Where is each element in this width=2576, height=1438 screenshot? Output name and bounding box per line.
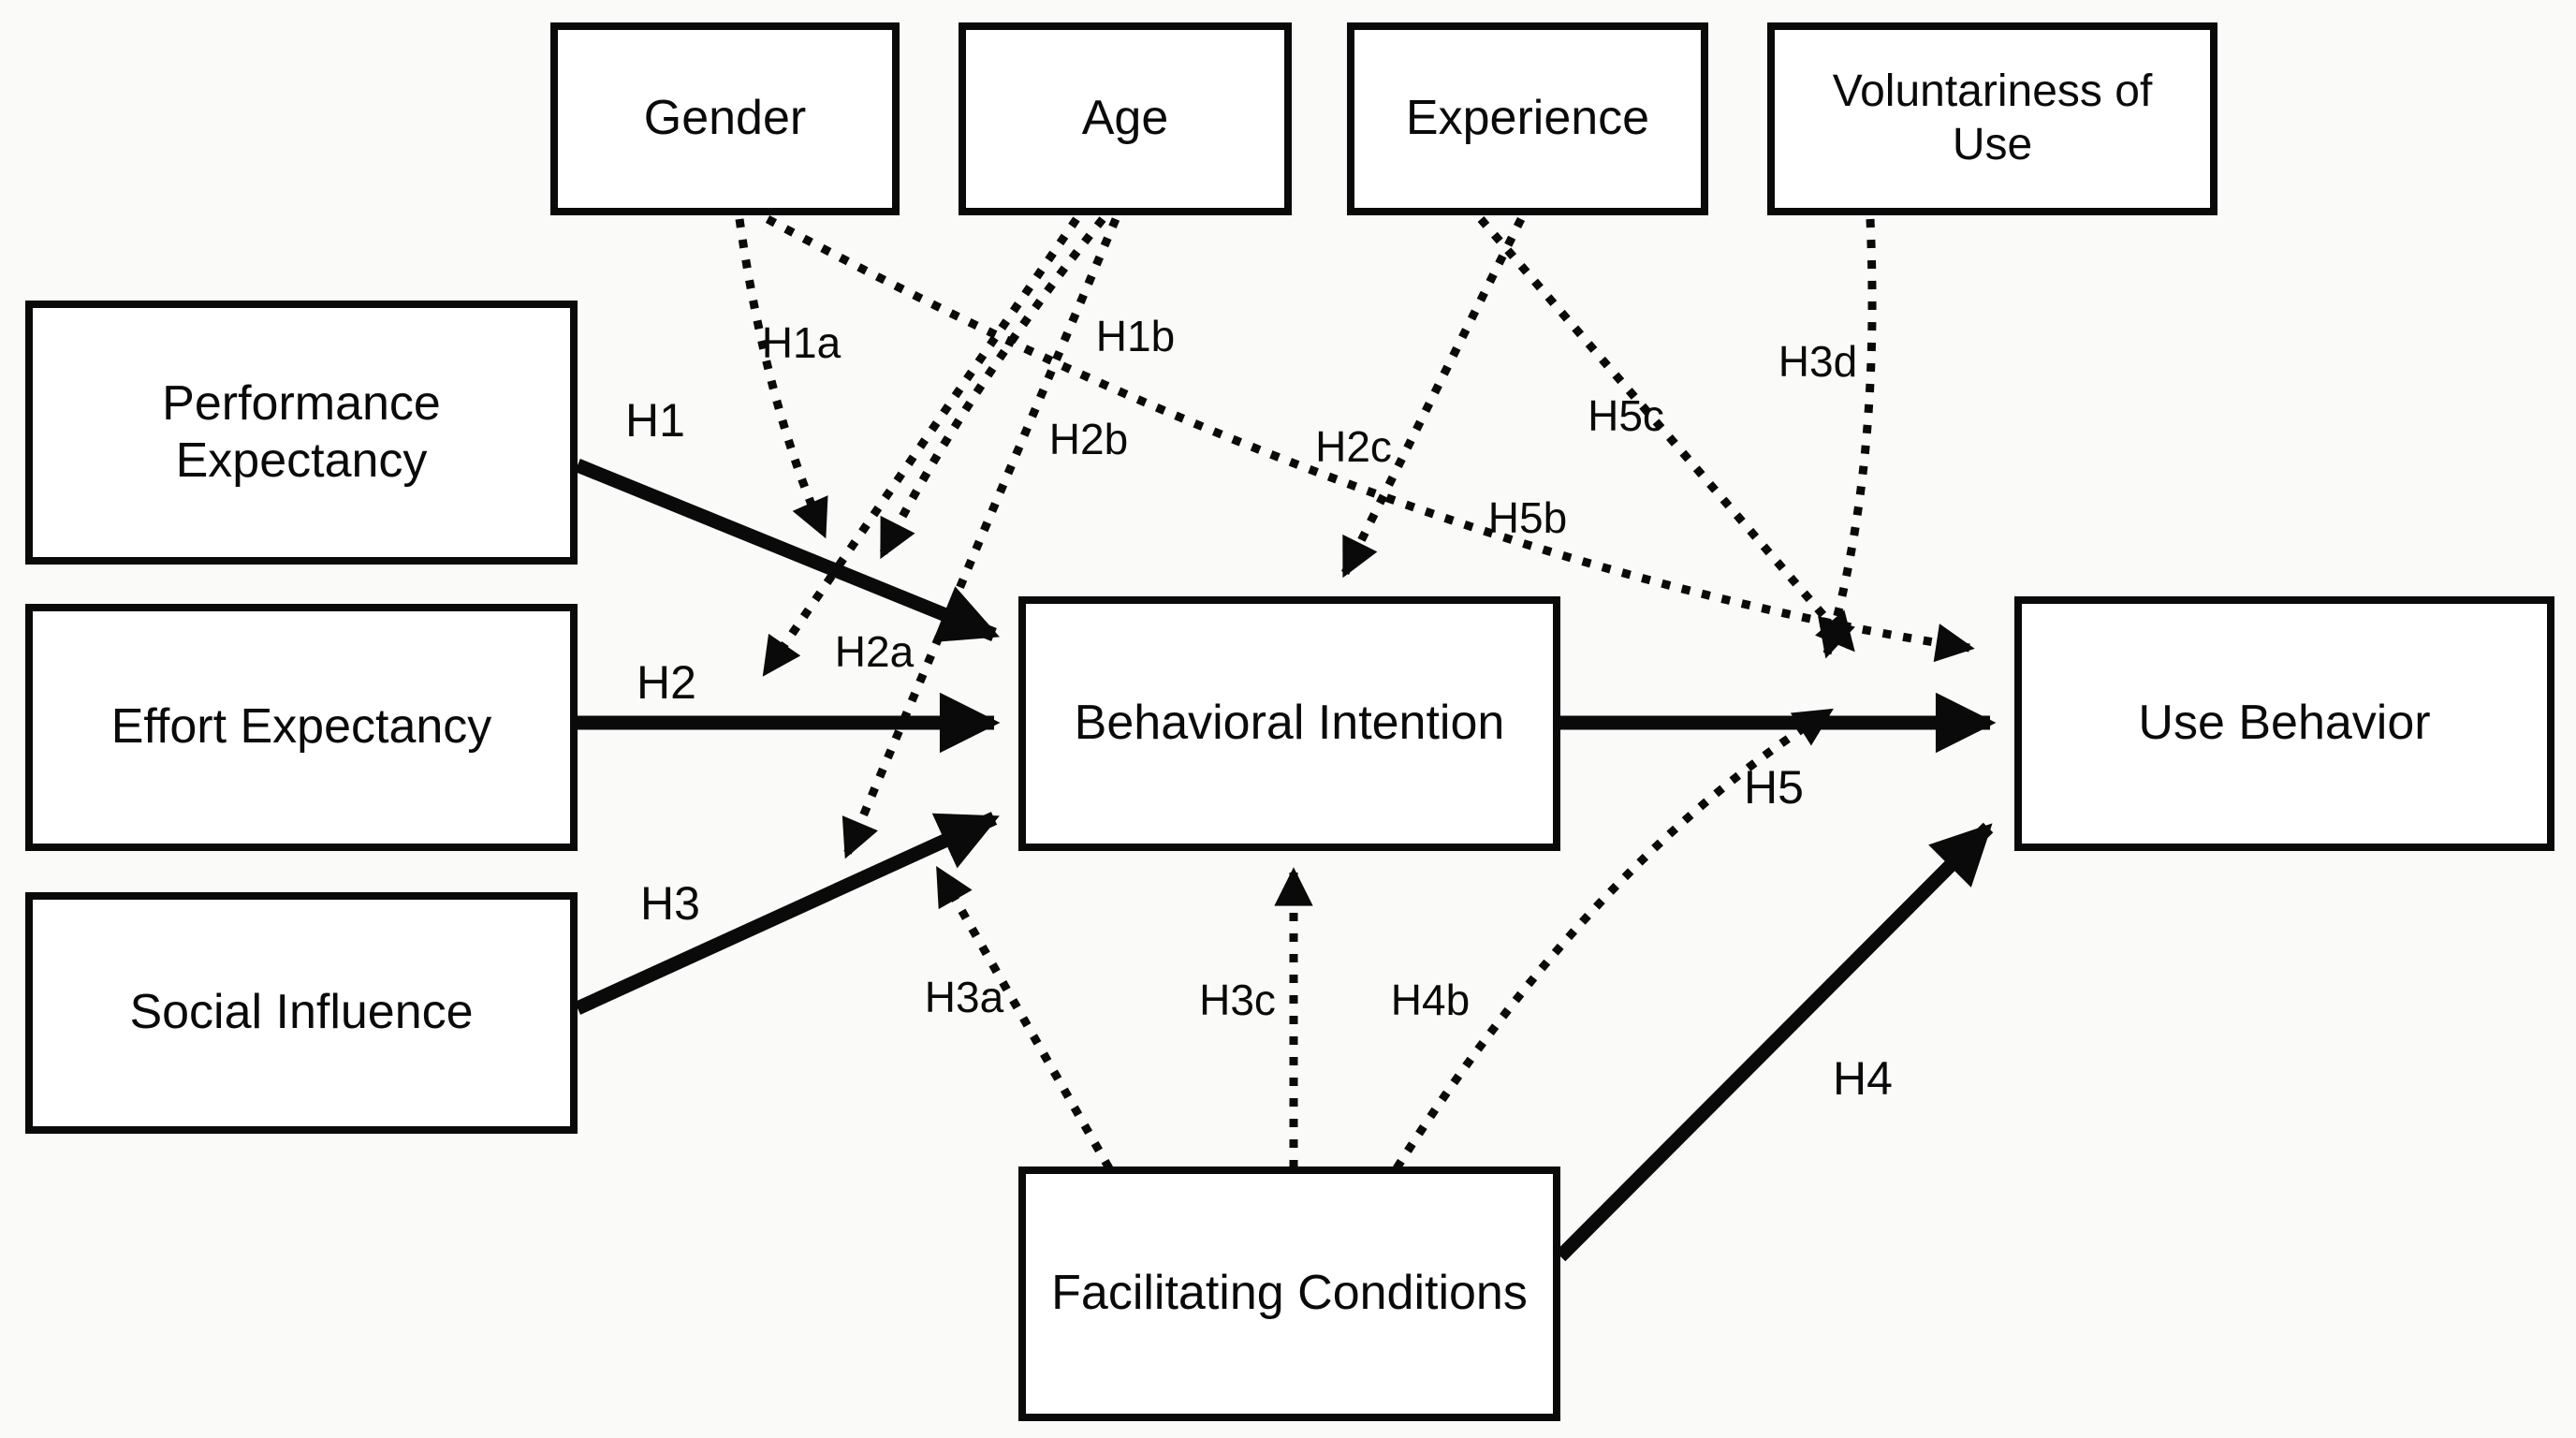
edge-h2b-label: H2b bbox=[1048, 415, 1129, 463]
node-social-influence: Social Influence bbox=[25, 892, 578, 1134]
edge-h3d-label: H3d bbox=[1778, 337, 1858, 386]
edge-h1a-label: H1a bbox=[761, 318, 842, 367]
edge-h3-arrow bbox=[574, 812, 1000, 1015]
edge-h3c-label: H3c bbox=[1199, 976, 1276, 1024]
edge-h1-arrow bbox=[575, 459, 1000, 643]
node-behavioral-intention: Behavioral Intention bbox=[1018, 596, 1560, 851]
node-age: Age bbox=[959, 22, 1292, 215]
node-voluntariness: Voluntariness of Use bbox=[1767, 22, 2217, 215]
edge-h2c-arrow bbox=[1340, 216, 1526, 579]
node-use-behavior-label: Use Behavior bbox=[2138, 696, 2431, 751]
node-use-behavior: Use Behavior bbox=[2014, 596, 2554, 851]
node-facilitating-conditions-label: Facilitating Conditions bbox=[1051, 1266, 1528, 1321]
node-gender-label: Gender bbox=[643, 91, 807, 146]
edge-h3a-label: H3a bbox=[924, 973, 1004, 1021]
edge-h1-label: H1 bbox=[625, 394, 685, 447]
node-voluntariness-label: Voluntariness of Use bbox=[1832, 66, 2153, 169]
edge-h5c-label: H5c bbox=[1588, 391, 1664, 440]
node-social-influence-label: Social Influence bbox=[129, 985, 474, 1040]
edge-h5-label: H5 bbox=[1744, 761, 1804, 814]
edge-h2-label: H2 bbox=[637, 656, 696, 709]
node-effort-expectancy: Effort Expectancy bbox=[25, 604, 578, 851]
edge-h3d-arrow bbox=[1818, 218, 1877, 659]
node-gender: Gender bbox=[550, 22, 900, 215]
node-experience: Experience bbox=[1347, 22, 1708, 215]
edge-h4-arrow bbox=[1555, 822, 1994, 1262]
node-experience-label: Experience bbox=[1405, 91, 1650, 146]
node-effort-expectancy-label: Effort Expectancy bbox=[110, 699, 492, 755]
edge-h3a-arrow bbox=[935, 865, 1113, 1171]
edge-h3-label: H3 bbox=[640, 877, 700, 930]
edge-h1b-label: H1b bbox=[1095, 312, 1176, 360]
edge-h4-label: H4 bbox=[1833, 1052, 1893, 1105]
edge-h2a-label: H2a bbox=[834, 627, 915, 676]
edge-h1a-arrow bbox=[735, 218, 828, 539]
edge-h2c-label: H2c bbox=[1315, 422, 1392, 471]
edge-h2a-arrow bbox=[762, 216, 1080, 677]
edge-h4b-label: H4b bbox=[1390, 976, 1471, 1024]
node-behavioral-intention-label: Behavioral Intention bbox=[1074, 696, 1505, 751]
edge-h5b-label: H5b bbox=[1487, 493, 1568, 542]
edge-h5b-arrow bbox=[765, 215, 1975, 663]
edge-h1b-arrow bbox=[878, 216, 1106, 560]
node-facilitating-conditions: Facilitating Conditions bbox=[1018, 1167, 1560, 1421]
node-performance-expectancy-label: Performance Expectancy bbox=[162, 375, 441, 488]
node-age-label: Age bbox=[1081, 91, 1169, 146]
node-performance-expectancy: Performance Expectancy bbox=[25, 301, 578, 565]
